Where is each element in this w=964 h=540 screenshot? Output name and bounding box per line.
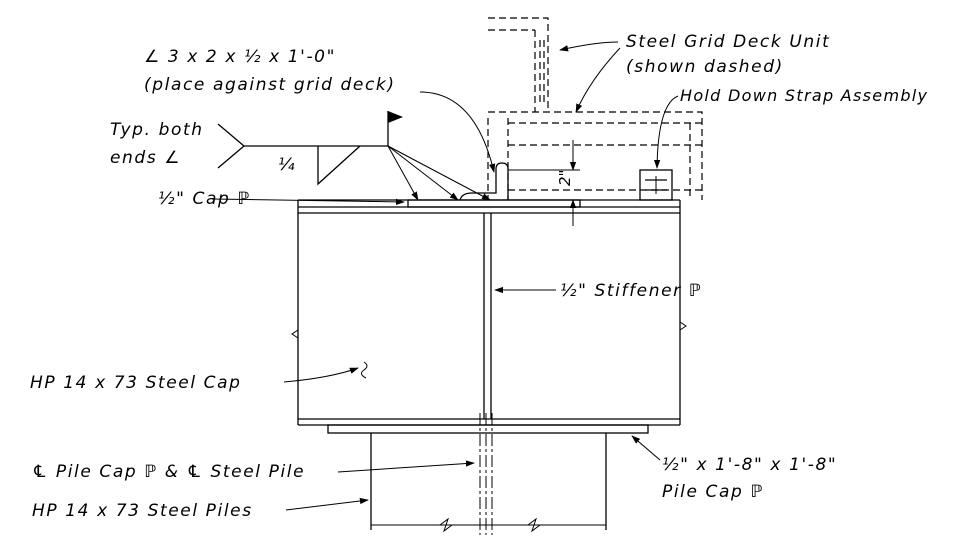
angle-bracket (459, 162, 509, 201)
pile-cap-label-line2: Pile Cap ℙ (662, 482, 764, 502)
steel-grid-deck (487, 17, 703, 200)
centerline (479, 413, 493, 535)
dimension-2in (508, 140, 585, 226)
annotations: ∠ 3 x 2 x ½ x 1'-0" (place against grid … (30, 32, 928, 521)
pile-cap-label-line1: ½" x 1'-8" x 1'-8" (662, 455, 837, 475)
weld-symbol (217, 111, 491, 201)
hold-down-strap (639, 169, 673, 201)
grid-deck-label-line1: Steel Grid Deck Unit (626, 32, 830, 52)
cap-plate-label: ½" Cap ℙ (158, 189, 251, 209)
cap-plate (407, 199, 581, 208)
angle-label-line2: (place against grid deck) (144, 75, 396, 95)
centerline-label: ℄ Pile Cap ℙ & ℄ Steel Pile (32, 462, 305, 482)
grid-deck-label-line2: (shown dashed) (626, 57, 784, 77)
steel-piles-label: HP 14 x 73 Steel Piles (32, 501, 253, 521)
stiffener-plate (483, 213, 492, 419)
hold-down-label: Hold Down Strap Assembly (680, 86, 928, 105)
weld-size-label: ¼ (278, 155, 296, 175)
steel-pile (370, 433, 607, 533)
pile-cap-plate (327, 424, 649, 434)
steel-cap-label: HP 14 x 73 Steel Cap (30, 373, 242, 393)
typ-label-line2: ends ∠ (110, 148, 181, 168)
leader-lines (211, 41, 679, 511)
angle-label-line1: ∠ 3 x 2 x ½ x 1'-0" (144, 47, 336, 67)
steel-cap-beam (291, 199, 687, 426)
typ-label-line1: Typ. both (110, 120, 204, 140)
stiffener-label: ½" Stiffener ℙ (560, 281, 702, 301)
dimension-label: 2" (556, 170, 574, 186)
